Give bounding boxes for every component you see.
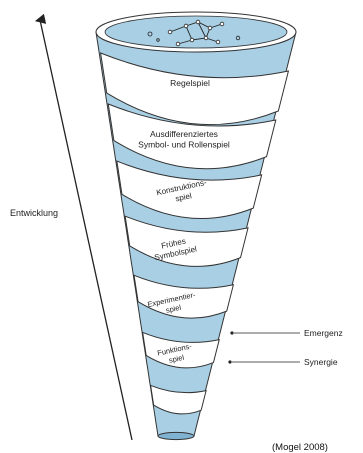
synergy-label: Synergie: [304, 357, 338, 367]
citation: (Mogel 2008): [272, 442, 328, 453]
cone-surface: [105, 16, 287, 48]
stage-label-line: Regelspiel: [170, 78, 210, 88]
cone-tip: [158, 432, 194, 439]
axis-label: Entwicklung: [10, 208, 58, 218]
emergence-label: Emergenz: [304, 328, 343, 338]
spiral-cone: [96, 12, 296, 440]
stage-label-line: Symbol- und Rollenspiel: [138, 140, 230, 150]
emergence-annotation: Emergenz: [230, 328, 342, 338]
stage-label: Regelspiel: [170, 78, 210, 88]
synergy-annotation: Synergie: [228, 357, 337, 367]
stage-label-line: Ausdifferenziertes: [150, 129, 218, 139]
